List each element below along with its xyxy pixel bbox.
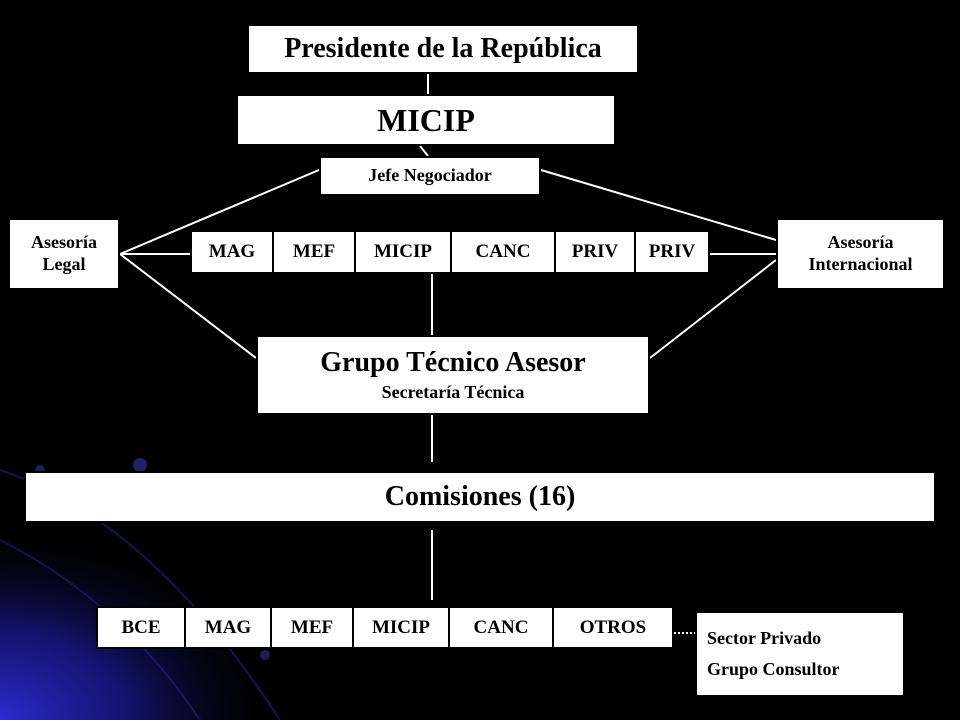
institution-cell: OTROS: [579, 616, 647, 638]
comisiones-label: Comisiones (16): [384, 481, 576, 513]
sector-privado-line-2: Grupo Consultor: [707, 659, 840, 679]
decor-dot-1: [133, 458, 147, 472]
comisiones-box: Comisiones (16): [24, 471, 936, 523]
grupo-tecnico-subtitle: Secretaría Técnica: [381, 382, 525, 402]
line-internacional-grupo: [649, 259, 777, 359]
institution-cell: MEF: [272, 608, 354, 647]
institution-cell: BCE: [98, 608, 186, 647]
institution-cell: MEF: [274, 232, 356, 272]
institution-cell: CANC: [452, 232, 556, 272]
asesoria-internacional-box: Asesoría Internacional: [776, 218, 945, 290]
institutions-top-row: MAG MEF MICIP CANC PRIV PRIV: [190, 230, 710, 274]
micip-label: MICIP: [377, 101, 475, 138]
grupo-tecnico-box: Grupo Técnico Asesor Secretaría Técnica: [256, 335, 650, 415]
institution-cell: CANC: [450, 608, 554, 647]
asesoria-internacional-line-1: Asesoría: [827, 232, 894, 253]
line-micip-jefe: [419, 145, 429, 157]
presidente-label: Presidente de la República: [284, 33, 602, 65]
decor-dot-3: [260, 650, 270, 660]
institution-cell: MAG: [186, 608, 272, 647]
asesoria-internacional-line-2: Internacional: [808, 254, 913, 274]
institution-cell: MICIP: [356, 232, 452, 272]
micip-box: MICIP: [236, 94, 616, 146]
institution-cell: MAG: [192, 232, 274, 272]
institution-cell: MICIP: [354, 608, 450, 647]
institutions-bottom-row: BCE MAG MEF MICIP CANC OTROS: [96, 606, 674, 649]
jefe-negociador-label: Jefe Negociador: [368, 165, 492, 186]
institution-cell: PRIV: [556, 232, 636, 272]
presidente-box: Presidente de la República: [247, 24, 639, 74]
line-jefe-internacional: [540, 169, 777, 241]
line-legal-grupo: [119, 253, 257, 359]
jefe-negociador-box: Jefe Negociador: [319, 156, 541, 196]
sector-privado-box: Sector Privado Grupo Consultor: [695, 611, 905, 697]
sector-privado-line-1: Sector Privado: [707, 627, 822, 648]
asesoria-legal-box: Asesoría Legal: [8, 218, 120, 290]
asesoria-legal-line-2: Legal: [42, 254, 86, 274]
grupo-tecnico-title: Grupo Técnico Asesor: [320, 347, 586, 379]
institution-cell: PRIV: [648, 241, 696, 262]
asesoria-legal-line-1: Asesoría: [31, 232, 97, 253]
line-legal-jefe: [119, 169, 320, 255]
blue-glow: [0, 360, 520, 720]
